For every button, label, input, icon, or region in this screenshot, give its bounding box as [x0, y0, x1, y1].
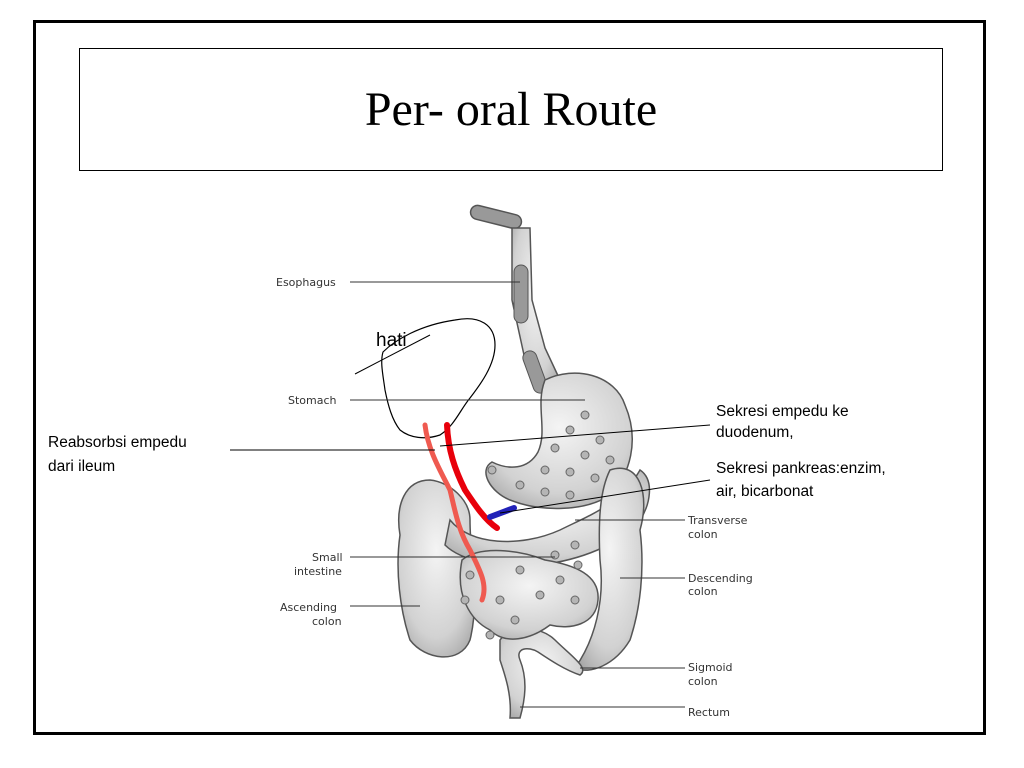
- transverse-colon-label-2: colon: [688, 528, 718, 541]
- descending-colon-shape: [573, 467, 645, 671]
- mouth-shape: [469, 204, 523, 230]
- small-intestine-shape: [459, 549, 599, 640]
- sigmoid-colon-label-1: Sigmoid: [688, 661, 733, 674]
- title-box: Per- oral Route: [79, 48, 943, 171]
- leader-lines: [350, 281, 685, 708]
- small-intestine-label-2: intestine: [294, 565, 342, 578]
- descending-colon-label-1: Descending: [688, 572, 753, 585]
- liver-label-line: [354, 334, 431, 375]
- bile-reabsorption-annotation-1: Reabsorbsi empedu: [48, 434, 187, 451]
- pancreas-secretion-annotation-2: air, bicarbonat: [716, 483, 814, 500]
- bile-secretion-annotation-1: Sekresi empedu ke: [716, 403, 849, 420]
- annotation-lines: [230, 424, 711, 514]
- stomach-label: Stomach: [288, 394, 337, 407]
- pancreas-secretion-annotation-1: Sekresi pankreas:enzim,: [716, 460, 886, 477]
- bile-secretion-annotation-2: duodenum,: [716, 424, 794, 441]
- rectum-label: Rectum: [688, 706, 730, 719]
- sigmoid-rectum-shape: [499, 628, 584, 719]
- liver-label: hati: [376, 330, 407, 351]
- esophagus-label: Esophagus: [276, 276, 336, 289]
- bile-secretion-path: [444, 422, 500, 531]
- sigmoid-colon-label-2: colon: [688, 675, 718, 688]
- bile-reabsorption-annotation-2: dari ileum: [48, 458, 115, 475]
- bile-reabsorption-path: [422, 422, 487, 603]
- descending-colon-label-2: colon: [688, 585, 718, 598]
- ascending-colon-label-2: colon: [312, 615, 342, 628]
- texture-dots: [460, 410, 615, 640]
- ascending-colon-label-1: Ascending: [280, 601, 337, 614]
- liver-outline: [381, 318, 496, 439]
- esophagus-segment-1: [513, 264, 529, 324]
- colon-shape: [397, 479, 476, 658]
- transverse-colon-label-1: Transverse: [687, 514, 748, 527]
- small-intestine-label-1: Small: [312, 551, 343, 564]
- slide-title: Per- oral Route: [364, 83, 658, 136]
